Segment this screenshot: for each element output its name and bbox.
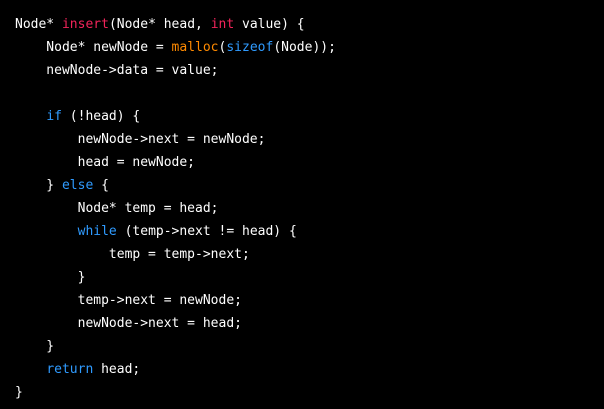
code-line: return head; xyxy=(15,358,604,381)
code-text: (temp->next != head) { xyxy=(116,224,297,239)
code-line: temp->next = newNode; xyxy=(15,289,604,312)
code-text: ( xyxy=(218,40,227,55)
code-text: (Node* head, xyxy=(108,17,211,32)
code-line: head = newNode; xyxy=(15,151,604,174)
code-line: newNode->next = newNode; xyxy=(15,128,604,151)
code-text: } xyxy=(15,339,55,354)
keyword: while xyxy=(77,224,117,239)
code-line: Node* newNode = malloc(sizeof(Node)); xyxy=(15,36,604,59)
code-line: } xyxy=(15,381,604,404)
code-line: Node* insert(Node* head, int value) { xyxy=(15,13,604,36)
code-text: { xyxy=(93,178,109,193)
code-text: } xyxy=(15,178,62,193)
code-text: } xyxy=(15,385,23,400)
keyword: sizeof xyxy=(226,40,274,55)
keyword: else xyxy=(61,178,94,193)
code-text: head; xyxy=(93,362,141,377)
code-line xyxy=(15,82,604,105)
function-call: malloc xyxy=(171,40,219,55)
code-text xyxy=(15,224,78,239)
code-text: Node* newNode = xyxy=(15,40,172,55)
code-text: head = newNode; xyxy=(15,155,196,170)
code-text: Node* xyxy=(15,17,62,32)
code-line: } xyxy=(15,266,604,289)
code-line: temp = temp->next; xyxy=(15,243,604,266)
code-text: (Node)); xyxy=(273,40,336,55)
code-line: while (temp->next != head) { xyxy=(15,220,604,243)
code-line: Node* temp = head; xyxy=(15,197,604,220)
code-line: if (!head) { xyxy=(15,105,604,128)
code-text: temp = temp->next; xyxy=(15,247,250,262)
code-line: newNode->next = head; xyxy=(15,312,604,335)
code-text: temp->next = newNode; xyxy=(15,293,242,308)
function-name: insert xyxy=(61,17,109,32)
code-text: (!head) { xyxy=(61,109,141,124)
code-text xyxy=(15,362,46,377)
code-text: newNode->next = head; xyxy=(15,316,242,331)
code-line: } xyxy=(15,335,604,358)
code-text: newNode->next = newNode; xyxy=(15,132,266,147)
code-text: Node* temp = head; xyxy=(15,201,219,216)
code-text xyxy=(15,109,46,124)
keyword: return xyxy=(46,362,94,377)
code-text: } xyxy=(15,270,86,285)
code-text: newNode->data = value; xyxy=(15,63,219,78)
type-keyword: int xyxy=(210,17,235,32)
code-line: newNode->data = value; xyxy=(15,59,604,82)
code-text: value) { xyxy=(234,17,305,32)
code-line: } else { xyxy=(15,174,604,197)
keyword: if xyxy=(46,109,62,124)
